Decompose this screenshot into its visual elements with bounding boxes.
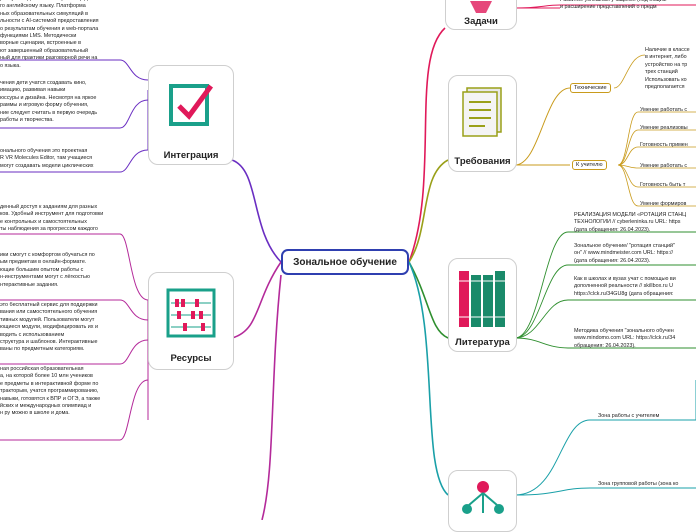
resources-text-2: ики смогут с комфортом обучаться по ым п… — [0, 252, 95, 288]
literature-label: Литература — [455, 337, 510, 348]
teacher-item: Умение реализовы — [640, 125, 688, 131]
zone-item: Зона работы с учителем — [598, 413, 660, 419]
teacher-node[interactable]: К учителю — [572, 160, 607, 170]
literature-item[interactable]: Как в школах и вузах учат с помощью ви д… — [574, 276, 676, 297]
teacher-item: Умение формиров — [640, 201, 687, 207]
resources-card[interactable]: Ресурсы — [148, 272, 234, 370]
literature-item[interactable]: РЕАЛИЗАЦИЯ МОДЕЛИ «РОТАЦИЯ СТАНЦ ТЕХНОЛО… — [574, 212, 687, 233]
literature-item[interactable]: Зональное обучение/ "ротация станций" он… — [574, 243, 675, 264]
tasks-text: Развитие успешных учащихся (под общим и … — [560, 0, 667, 11]
zone-item: Зона групповой работы (зона ко — [598, 481, 679, 487]
tasks-card[interactable]: Задачи — [445, 0, 517, 30]
connector-tasks — [408, 27, 446, 263]
connector-literature — [408, 261, 449, 339]
teacher-item: Готовность примен — [640, 142, 688, 148]
abacus-icon — [166, 288, 216, 338]
checkbox-icon — [169, 84, 214, 126]
teacher-item: Готовность быть т — [640, 182, 686, 188]
document-icon — [462, 87, 502, 137]
integration-text-2: чения дети учатся создавать кино, имацию… — [0, 80, 98, 124]
tasks-label: Задачи — [464, 16, 498, 27]
integration-text-3: онального обучения это проектная R VR Mo… — [0, 148, 94, 169]
connector-bottom — [261, 274, 282, 520]
literature-card[interactable]: Литература — [448, 258, 517, 352]
integration-text-1: ренту. Это диалоговый тренажёр для го ан… — [0, 0, 99, 69]
technical-node[interactable]: Технические — [570, 83, 611, 93]
connector-zones — [408, 261, 449, 496]
teacher-item: Умение работать с — [640, 163, 688, 169]
resources-text-1: денный доступ к заданиям для разных ков.… — [0, 204, 104, 233]
integration-card[interactable]: Интеграция — [148, 65, 234, 165]
central-topic[interactable]: Зональное обучение — [281, 249, 409, 275]
connector-resources — [231, 261, 282, 339]
teacher-item: Умение работать с — [640, 107, 688, 113]
team-icon — [462, 481, 504, 514]
requirements-label: Требования — [454, 156, 511, 167]
connector-integration — [231, 159, 282, 263]
technical-text: Наличие в классе в интернет, либо устрой… — [645, 47, 690, 91]
zones-card[interactable] — [448, 470, 517, 532]
resources-text-4: ная российская образовательная а, на кот… — [0, 366, 101, 417]
resources-text-3: это бесплатный сервис для поддержки вани… — [0, 302, 99, 353]
integration-label: Интеграция — [163, 150, 219, 161]
target-icon — [470, 1, 492, 13]
resources-label: Ресурсы — [170, 353, 212, 364]
books-icon — [459, 271, 505, 327]
literature-item[interactable]: Методика обучения "зонального обучен www… — [574, 328, 676, 349]
connector-requirements — [408, 159, 449, 263]
requirements-card[interactable]: Требования — [448, 75, 517, 172]
